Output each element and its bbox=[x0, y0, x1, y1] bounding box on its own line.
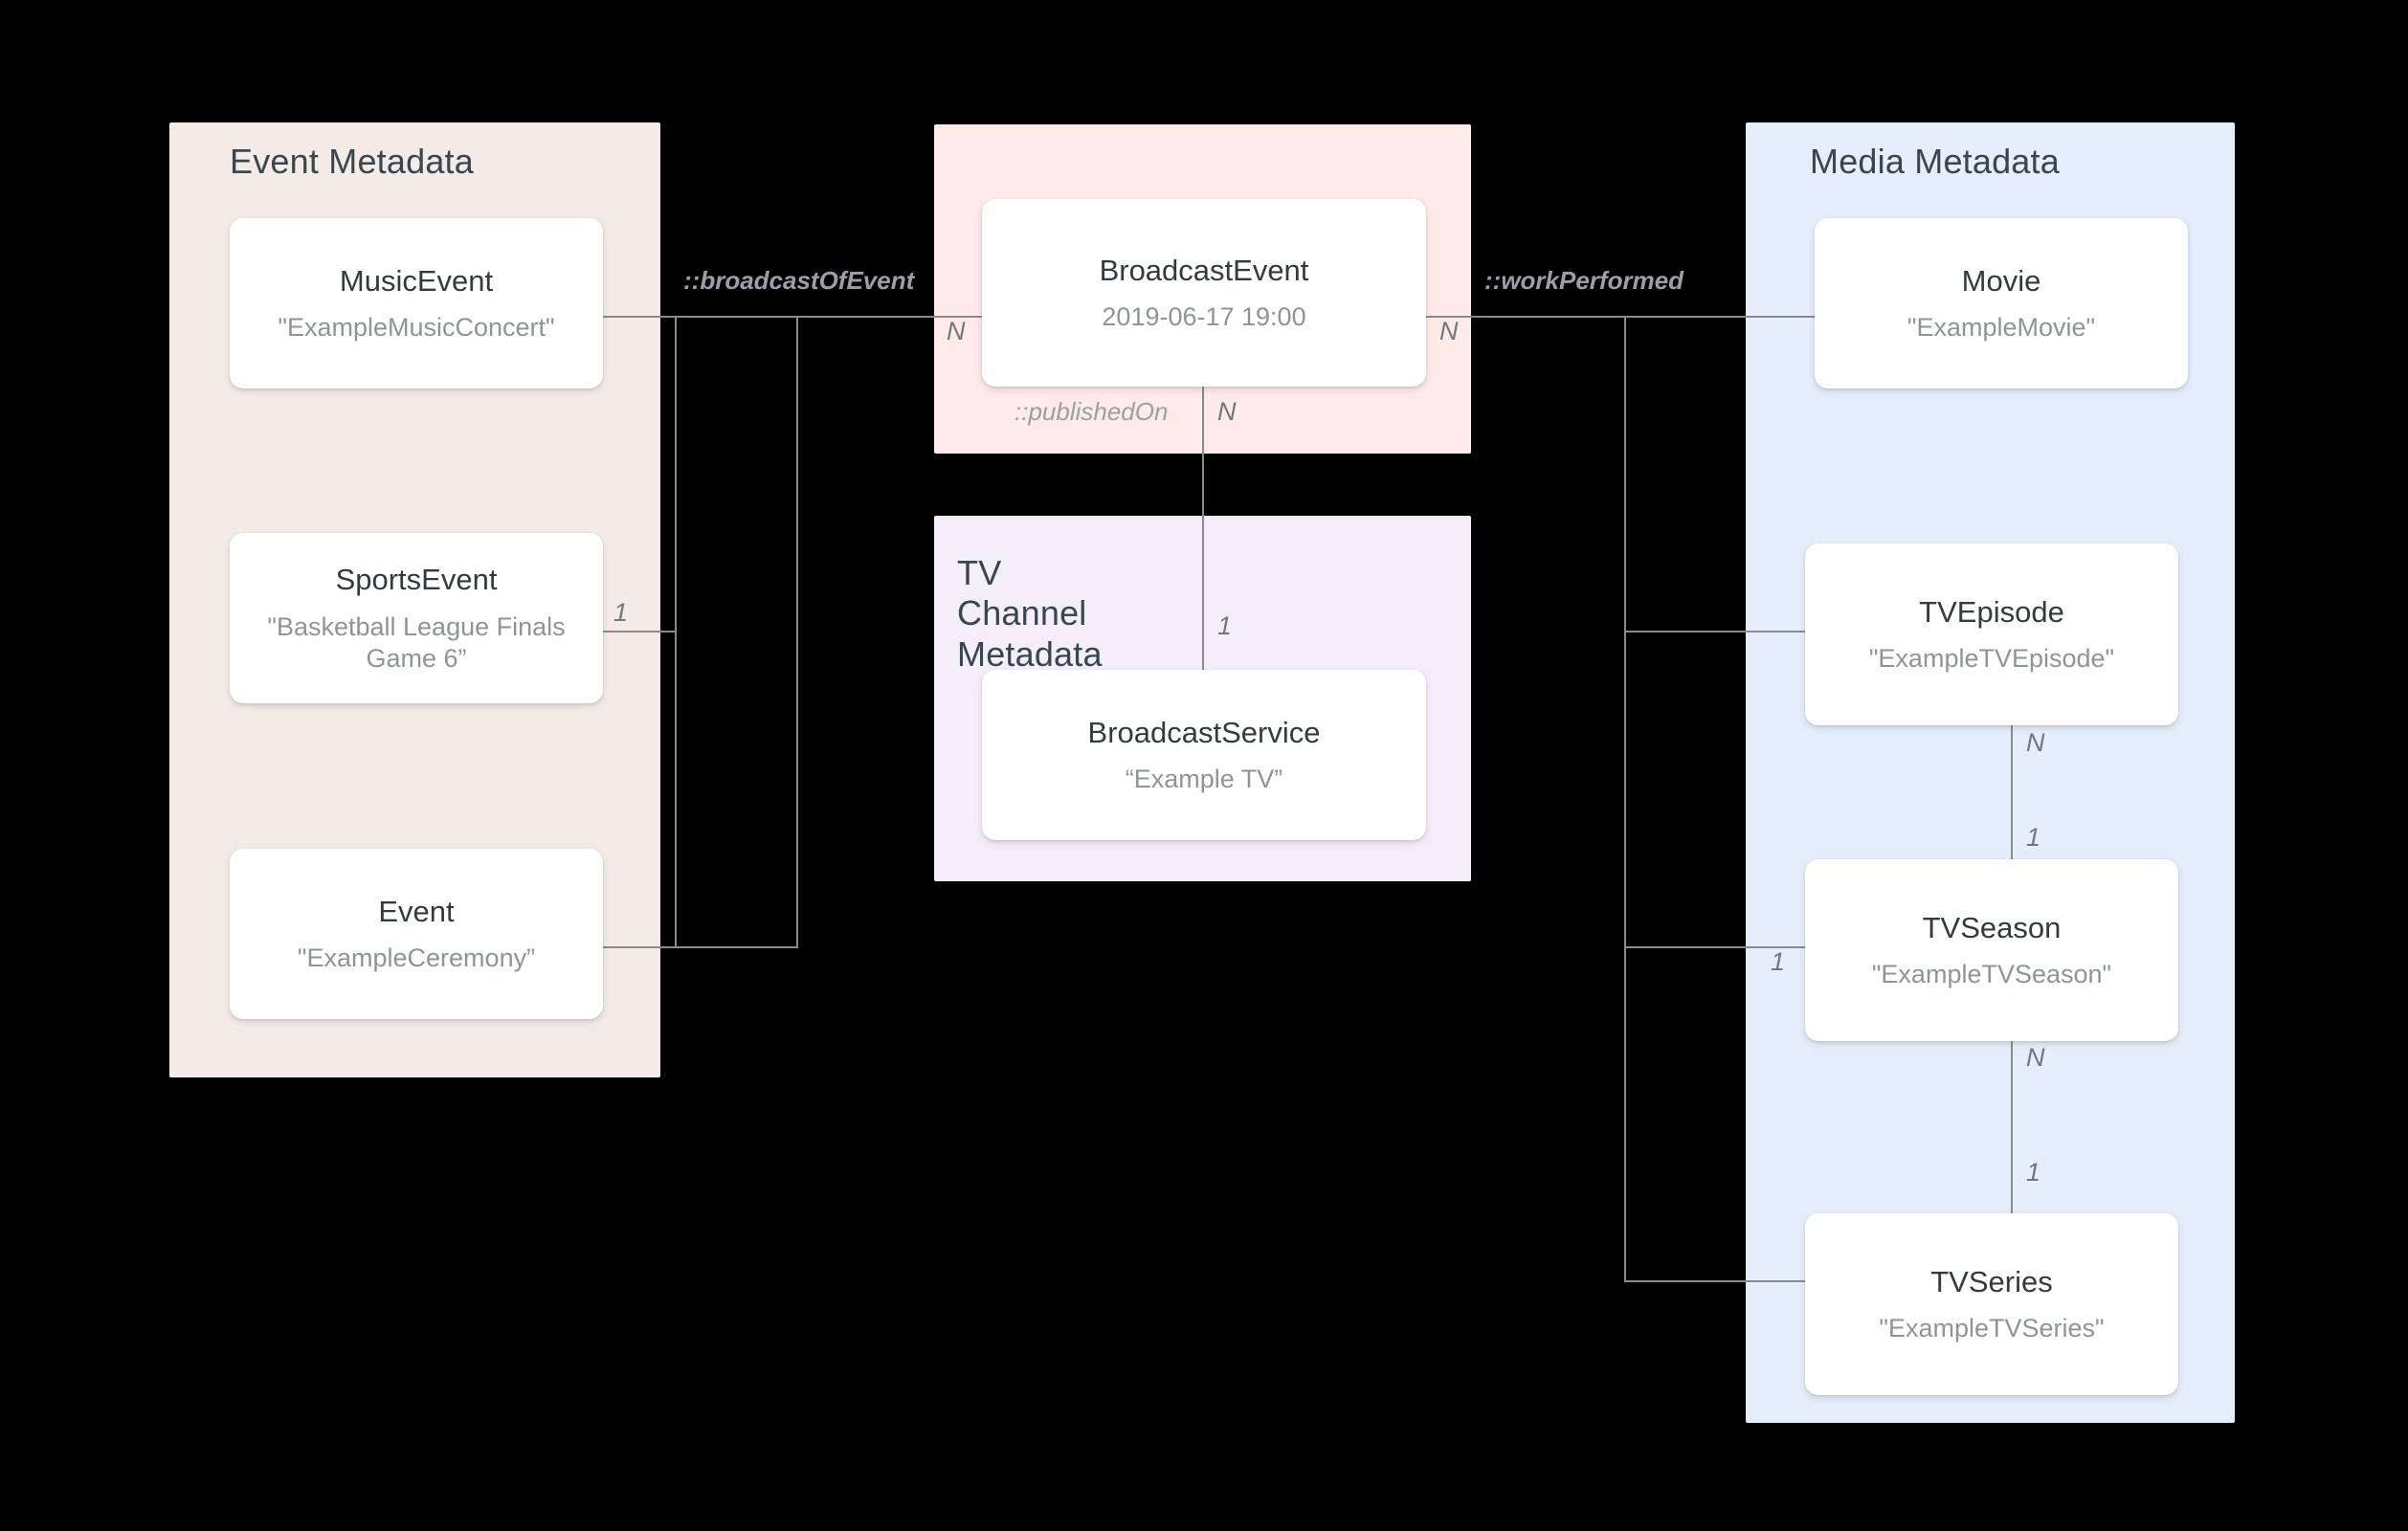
cardinality-sportsevent-1: 1 bbox=[613, 598, 629, 627]
card-subtitle: "ExampleTVSeries" bbox=[1879, 1314, 2105, 1343]
connector-tvepisode-to-tvseason bbox=[2011, 724, 2013, 866]
card-subtitle: "ExampleMusicConcert" bbox=[278, 313, 555, 343]
connector-event-to-bus bbox=[596, 946, 677, 948]
panel-title-media-metadata: Media Metadata bbox=[1810, 142, 2060, 181]
card-title: TVEpisode bbox=[1919, 594, 2064, 629]
card-subtitle: 2019-06-17 19:00 bbox=[1102, 302, 1306, 332]
connector-bus-to-tvseason bbox=[1624, 946, 1805, 948]
connector-tvseason-to-tvseries bbox=[2011, 1039, 2013, 1217]
connector-publishedon-vertical bbox=[1202, 387, 1204, 670]
panel-title-tv-channel-metadata: TV Channel Metadata bbox=[957, 553, 1139, 675]
card-subtitle: “Example TV” bbox=[1125, 765, 1283, 794]
cardinality-tvseason-1-top: 1 bbox=[2026, 823, 2041, 852]
card-broadcastevent[interactable]: BroadcastEvent 2019-06-17 19:00 bbox=[982, 199, 1426, 387]
connector-bus-to-tvepisode bbox=[1624, 631, 1805, 632]
card-title: TVSeries bbox=[1930, 1264, 2053, 1298]
connector-musicevent-to-bus bbox=[596, 316, 677, 318]
relationship-label-published-on: ::publishedOn bbox=[1014, 397, 1169, 426]
card-event[interactable]: Event "ExampleCeremony” bbox=[230, 849, 603, 1019]
relationship-label-broadcast-of-event: ::broadcastOfEvent bbox=[683, 266, 915, 295]
card-title: BroadcastEvent bbox=[1099, 253, 1309, 287]
card-subtitle: "Basketball League Finals Game 6” bbox=[267, 611, 566, 673]
cardinality-publishedon-n: N bbox=[1217, 397, 1237, 426]
connector-bus-to-tvseries bbox=[1624, 1280, 1805, 1282]
cardinality-broadcastevent-right-n: N bbox=[1439, 317, 1459, 345]
card-subtitle: "ExampleTVSeason" bbox=[1871, 960, 2112, 989]
card-tvseries[interactable]: TVSeries "ExampleTVSeries" bbox=[1805, 1213, 2178, 1395]
connector-media-bus-vertical bbox=[1624, 316, 1626, 1280]
card-title: TVSeason bbox=[1922, 910, 2062, 944]
card-title: BroadcastService bbox=[1087, 715, 1321, 749]
cardinality-broadcastservice-1: 1 bbox=[1217, 611, 1233, 640]
connector-bus-bottom-to-riser bbox=[675, 946, 798, 948]
card-subtitle: "ExampleCeremony” bbox=[297, 943, 536, 973]
panel-title-event-metadata: Event Metadata bbox=[230, 142, 474, 181]
connector-event-bus-riser bbox=[796, 316, 798, 947]
card-title: SportsEvent bbox=[335, 563, 498, 597]
card-title: Movie bbox=[1961, 263, 2041, 298]
card-subtitle: "ExampleMovie" bbox=[1906, 313, 2096, 343]
tv-channel-title-line2: Metadata bbox=[957, 633, 1103, 674]
connector-sportsevent-to-bus bbox=[596, 631, 677, 632]
card-broadcastservice[interactable]: BroadcastService “Example TV” bbox=[982, 670, 1426, 840]
card-musicevent[interactable]: MusicEvent "ExampleMusicConcert" bbox=[230, 218, 603, 388]
cardinality-tvepisode-n: N bbox=[2026, 728, 2045, 757]
card-subtitle: "ExampleTVEpisode" bbox=[1868, 644, 2115, 674]
connector-bus-top-to-riser bbox=[675, 316, 798, 318]
relationship-label-work-performed: ::workPerformed bbox=[1484, 266, 1684, 295]
cardinality-broadcastevent-left-n: N bbox=[947, 317, 966, 345]
connector-broadcastevent-right-lead bbox=[1426, 316, 1815, 318]
cardinality-tvseason-n-bottom: N bbox=[2026, 1043, 2045, 1072]
card-sportsevent[interactable]: SportsEvent "Basketball League Finals Ga… bbox=[230, 533, 603, 703]
card-tvepisode[interactable]: TVEpisode "ExampleTVEpisode" bbox=[1805, 544, 2178, 725]
cardinality-tvseason-1-left: 1 bbox=[1771, 947, 1786, 976]
card-tvseason[interactable]: TVSeason "ExampleTVSeason" bbox=[1805, 859, 2178, 1041]
card-title: Event bbox=[378, 894, 455, 928]
tv-channel-title-line1: TV Channel bbox=[957, 553, 1087, 633]
connector-broadcastevent-left-lead bbox=[796, 316, 982, 318]
cardinality-tvseries-1: 1 bbox=[2026, 1158, 2041, 1187]
card-movie[interactable]: Movie "ExampleMovie" bbox=[1815, 218, 2188, 388]
card-title: MusicEvent bbox=[339, 263, 494, 298]
connector-bus-to-movie bbox=[1624, 316, 1815, 318]
